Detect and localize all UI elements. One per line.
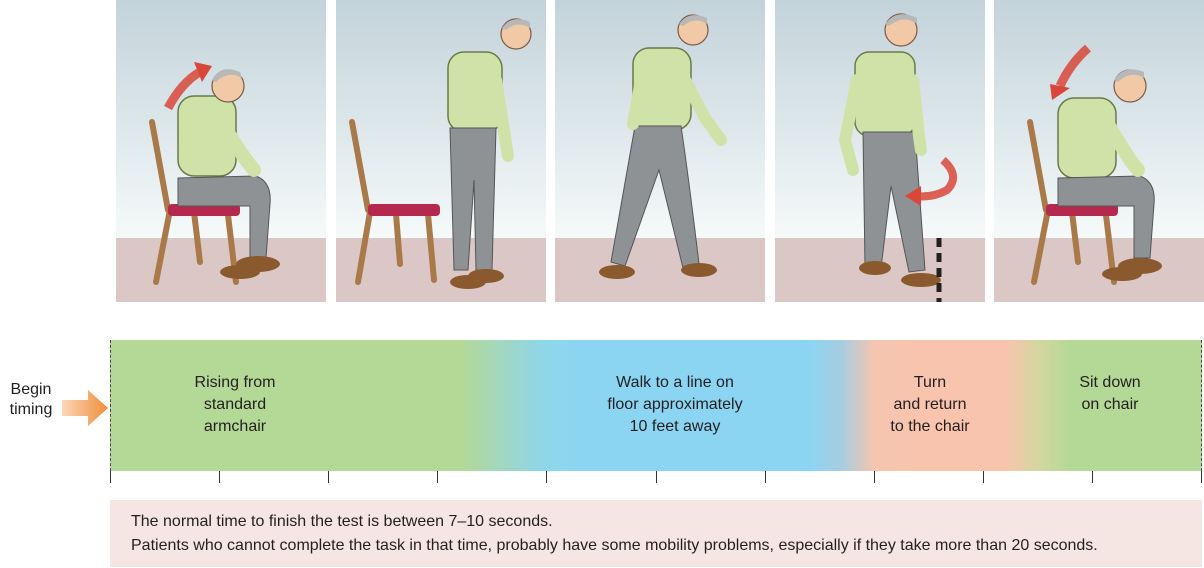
note-line2: Patients who cannot complete the task in… <box>131 534 1202 558</box>
chair-seat <box>368 204 440 216</box>
tick <box>983 471 984 483</box>
chair <box>352 122 434 282</box>
illustration-strip <box>0 0 1204 302</box>
start-line <box>110 340 111 471</box>
motion-arrow-icon <box>1060 48 1088 86</box>
tick <box>1092 471 1093 483</box>
end-line <box>1201 340 1202 471</box>
stage-turn: Turn and return to the chair <box>870 372 990 438</box>
timeline-axis <box>110 471 1202 485</box>
stage-walk: Walk to a line on floor approximately 10… <box>560 372 790 438</box>
panel-walking <box>555 0 765 302</box>
tick <box>765 471 766 483</box>
tick <box>437 471 438 483</box>
stage-sit: Sit down on chair <box>1050 372 1170 416</box>
panel-sitting <box>994 0 1204 302</box>
panel-rising <box>116 0 326 302</box>
man-turning-icon <box>845 14 941 287</box>
tick <box>219 471 220 483</box>
note-line1: The normal time to finish the test is be… <box>131 510 1202 534</box>
begin-arrow-icon <box>62 390 108 426</box>
tick <box>546 471 547 483</box>
panel-turning <box>775 0 985 302</box>
panel-standing <box>336 0 546 302</box>
tick <box>1201 471 1202 483</box>
man-standing-icon <box>448 19 531 289</box>
tick <box>328 471 329 483</box>
begin-timing-label: Begin timing <box>0 380 62 420</box>
stage-rising: Rising from standard armchair <box>140 372 330 438</box>
man-walking-icon <box>599 15 721 279</box>
tick <box>874 471 875 483</box>
begin-label-line1: Begin <box>0 380 62 400</box>
tick <box>110 471 111 483</box>
tick <box>656 471 657 483</box>
note-box: The normal time to finish the test is be… <box>110 500 1202 567</box>
begin-label-line2: timing <box>0 400 62 420</box>
